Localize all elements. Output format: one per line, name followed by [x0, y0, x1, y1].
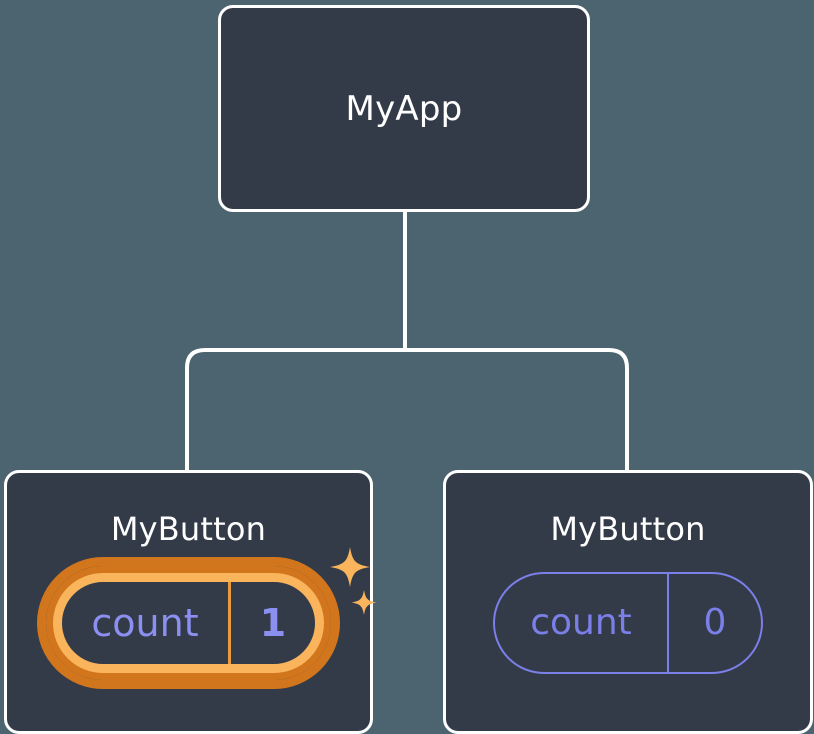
- component-node-title: MyButton: [550, 510, 706, 548]
- component-node-title: MyApp: [345, 88, 463, 129]
- sparkle-large-icon: [330, 547, 370, 587]
- state-value-label: 0: [667, 574, 761, 672]
- component-node-myapp[interactable]: MyApp: [218, 5, 590, 212]
- state-key-label: count: [530, 602, 632, 643]
- state-pill[interactable]: count 0: [493, 572, 763, 674]
- branch-bar-connector: [185, 348, 629, 470]
- sparkle-small-icon: [351, 590, 377, 615]
- component-node-title: MyButton: [110, 510, 267, 548]
- component-node-mybutton-right[interactable]: MyButton count 0: [443, 470, 813, 734]
- state-pill-wrapper: count 1: [37, 547, 377, 689]
- state-value-label: 1: [228, 582, 315, 664]
- state-pill-wrapper: count 0: [493, 572, 763, 674]
- state-pill-inner: count 1: [53, 573, 324, 673]
- component-node-mybutton-left[interactable]: MyButton count 1: [4, 470, 377, 734]
- state-key-label: count: [91, 601, 199, 645]
- state-pill-highlighted[interactable]: count 1: [37, 557, 340, 689]
